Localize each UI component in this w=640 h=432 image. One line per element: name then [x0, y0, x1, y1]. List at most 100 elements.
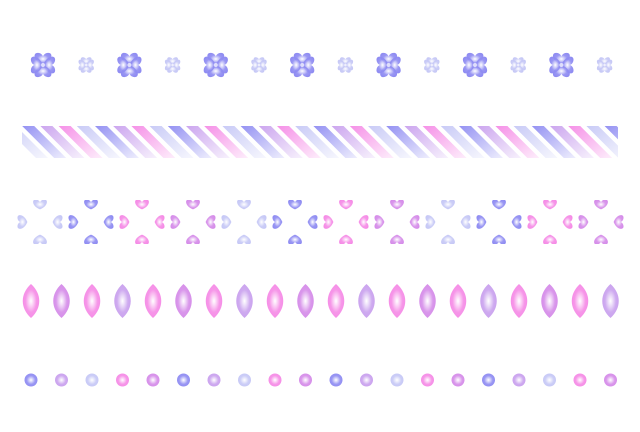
clover-icon-small [164, 57, 181, 73]
heart-clover-row-svg [17, 200, 624, 244]
stripe-band-svg [22, 126, 640, 158]
petal-icon [419, 284, 436, 318]
row-dots [0, 368, 640, 392]
clover-icon-small [596, 57, 613, 73]
clover-icon-large [549, 52, 574, 78]
stripe [131, 126, 176, 158]
stripe [404, 126, 449, 158]
petal-icon [510, 284, 528, 318]
heart-clover-icon [221, 200, 267, 244]
stripe [76, 126, 121, 158]
stripe [495, 126, 540, 158]
stripe [513, 126, 558, 158]
petal-icon [602, 284, 619, 318]
stripe [531, 126, 576, 158]
heart-clover-icon [119, 200, 165, 244]
petal-icon [480, 284, 497, 318]
petal-icon [327, 284, 345, 318]
heart-clover-icon [272, 200, 318, 244]
stripe [149, 126, 194, 158]
striped-band [22, 126, 640, 158]
clover-icon-small [510, 57, 526, 73]
stripe [95, 126, 139, 158]
heart-clover-icon [425, 200, 471, 244]
dot-icon [207, 373, 221, 387]
stripe [113, 126, 158, 158]
petal-icon [22, 284, 40, 318]
dot-icon [238, 373, 251, 387]
stripe [477, 126, 522, 158]
petal-icon [571, 284, 589, 318]
petal-icon [175, 284, 192, 318]
stripe [240, 126, 285, 158]
petal-row-svg [22, 284, 619, 318]
stripe [258, 126, 303, 158]
row-petals [0, 282, 640, 320]
dot-icon [360, 373, 373, 387]
row-diagonal-stripes [0, 124, 640, 160]
dot-icon [116, 373, 129, 387]
heart-clover-icon [170, 200, 216, 244]
stripe [586, 126, 618, 158]
petal-icon [358, 284, 375, 318]
dot-icon [451, 373, 465, 387]
clover-icon-small [78, 57, 94, 73]
stripe [22, 126, 67, 158]
clover-row-svg [30, 52, 613, 78]
petal-icon [449, 284, 467, 318]
petal-icon [297, 284, 314, 318]
dot-icon [604, 373, 617, 387]
clover-icon-large [376, 52, 401, 78]
dot-row-svg [24, 373, 617, 387]
dot-icon [573, 373, 587, 387]
dot-icon [390, 373, 404, 387]
row-clovers-large [0, 40, 640, 90]
heart-clover-icon [527, 200, 573, 244]
stripe [604, 126, 618, 140]
petal-icon [114, 284, 131, 318]
stripe [386, 126, 431, 158]
row-heart-clovers [0, 200, 640, 244]
dot-icon [24, 373, 38, 387]
dot-icon [299, 373, 312, 387]
dot-icon [482, 373, 495, 387]
dot-icon [55, 373, 68, 387]
stripe [204, 126, 249, 158]
heart-clover-icon [68, 200, 114, 244]
dot-icon [268, 373, 282, 387]
clover-icon-large [30, 52, 56, 78]
heart-clover-icon [323, 200, 369, 244]
petal-icon [541, 284, 558, 318]
clover-icon-small [337, 57, 354, 73]
stripe [368, 126, 412, 158]
clover-icon-large [117, 52, 142, 78]
stripe [568, 126, 613, 158]
heart-clover-icon [17, 200, 63, 244]
stripe [295, 126, 340, 158]
dot-icon [146, 373, 160, 387]
heart-clover-icon [476, 200, 522, 244]
stripe [422, 126, 467, 158]
petal-icon [53, 284, 70, 318]
petal-icon [236, 284, 253, 318]
stripe [313, 126, 358, 158]
stripe [22, 132, 48, 158]
stripe [167, 126, 212, 158]
stripe [550, 126, 594, 158]
petal-icon [266, 284, 284, 318]
petal-icon [144, 284, 162, 318]
heart-clover-icon [374, 200, 420, 244]
petal-icon [83, 284, 101, 318]
stripe [623, 126, 640, 158]
stripe [349, 126, 394, 158]
clover-icon-small [424, 57, 440, 73]
clover-icon-large [462, 52, 488, 78]
clover-icon-large [290, 52, 315, 78]
heart-clover-icon [578, 200, 624, 244]
dot-icon [543, 373, 556, 387]
petal-icon [388, 284, 406, 318]
dot-icon [85, 373, 99, 387]
dot-icon [421, 373, 434, 387]
clover-icon-small [251, 57, 267, 73]
